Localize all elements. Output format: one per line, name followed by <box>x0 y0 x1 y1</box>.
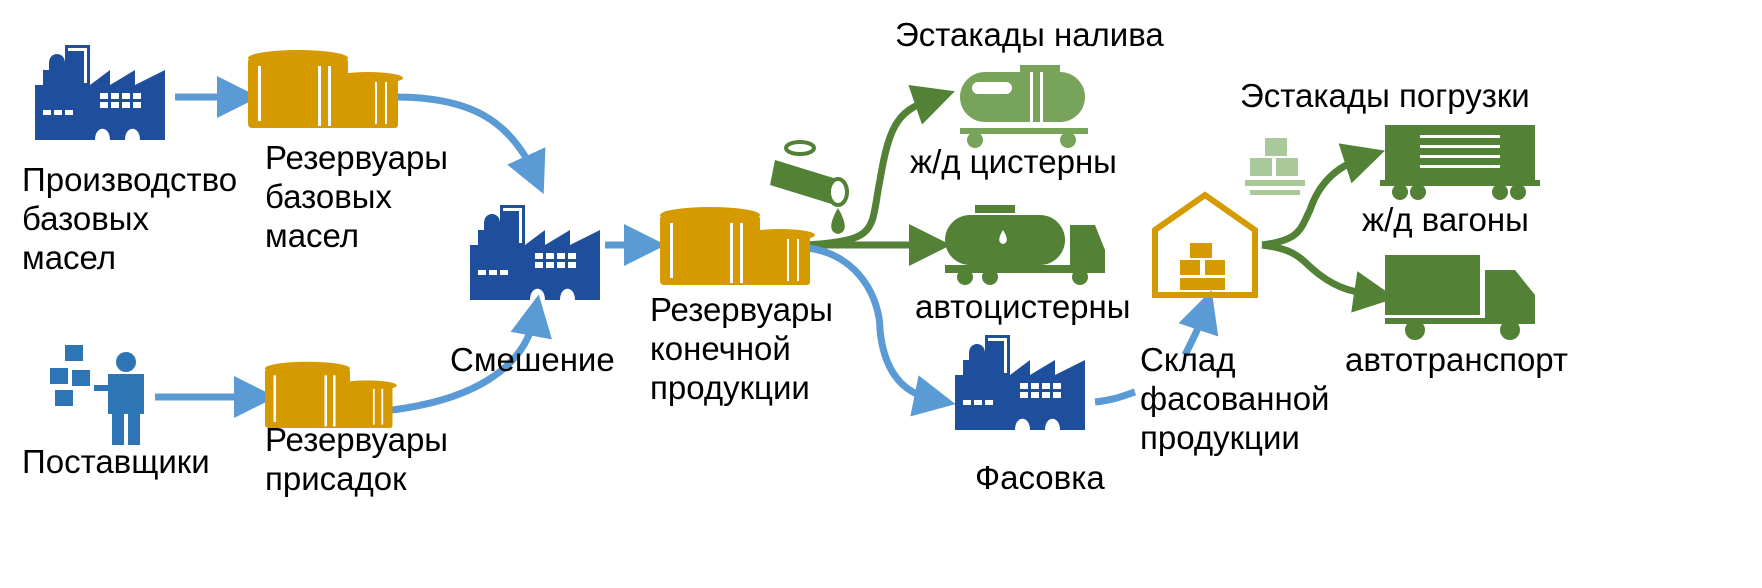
label-suppliers: Поставщики <box>22 443 210 480</box>
flow-arrows <box>155 76 1396 418</box>
label-loading-racks: Эстакады погрузки <box>1240 77 1530 114</box>
arrow-to-rail-tanks <box>807 84 955 249</box>
label-tank-trucks: автоцистерны <box>915 288 1131 325</box>
boxes-pallet-icon <box>1245 138 1305 195</box>
label-packaging: Фасовка <box>975 459 1105 496</box>
arrow-packaging-to-warehouse <box>1094 388 1137 406</box>
arrow-additives-to-blending <box>391 294 552 414</box>
arrow-base-tanks-to-blending <box>394 93 546 195</box>
factory-icon-blending <box>470 205 600 300</box>
arrow-to-rail-wagons <box>1261 143 1385 249</box>
label-road-transport: автотранспорт <box>1345 341 1569 378</box>
rail-boxcar-icon <box>1380 125 1540 200</box>
label-rail-tanks: ж/д цистерны <box>910 143 1117 180</box>
tank-icon-additives <box>265 361 397 428</box>
supplier-worker-icon <box>50 345 144 445</box>
arrow-to-packaging <box>807 244 956 417</box>
arrow-to-road-transport <box>1261 241 1396 313</box>
label-rail-wagons: ж/д вагоны <box>1362 201 1529 238</box>
factory-icon-base-production <box>35 45 165 140</box>
tank-icon-base-oils <box>248 50 403 128</box>
warehouse-icon <box>1152 191 1258 298</box>
label-blending: Смешение <box>450 341 615 378</box>
tank-truck-icon <box>945 205 1105 285</box>
label-filling-racks: Эстакады налива <box>895 16 1164 53</box>
pipe-valve-icon <box>770 140 849 234</box>
factory-icon-packaging <box>955 335 1085 430</box>
truck-icon <box>1385 255 1535 340</box>
tank-icon-final <box>660 207 815 285</box>
rail-tank-car-icon <box>960 65 1088 148</box>
